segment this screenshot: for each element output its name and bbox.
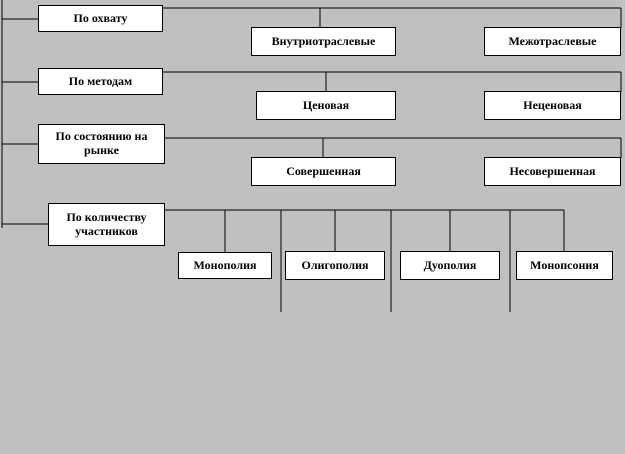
node-imperfect: Несовершенная bbox=[484, 157, 621, 186]
node-monopoly: Монополия bbox=[178, 252, 272, 279]
node-by-coverage: По охвату bbox=[38, 5, 163, 32]
node-inter-industry: Межотраслевые bbox=[484, 27, 621, 56]
node-price: Ценовая bbox=[256, 91, 396, 120]
node-by-participants: По количеству участников bbox=[48, 203, 165, 246]
node-perfect: Совершенная bbox=[251, 157, 396, 186]
node-non-price: Неценовая bbox=[484, 91, 621, 120]
node-oligopoly: Олигополия bbox=[285, 251, 385, 280]
node-by-methods: По методам bbox=[38, 68, 163, 95]
node-by-market-state: По состоянию на рынке bbox=[38, 124, 165, 164]
node-intra-industry: Внутриотраслевые bbox=[251, 27, 396, 56]
node-monopsony: Монопсония bbox=[516, 251, 613, 280]
node-duopoly: Дуополия bbox=[400, 251, 500, 280]
